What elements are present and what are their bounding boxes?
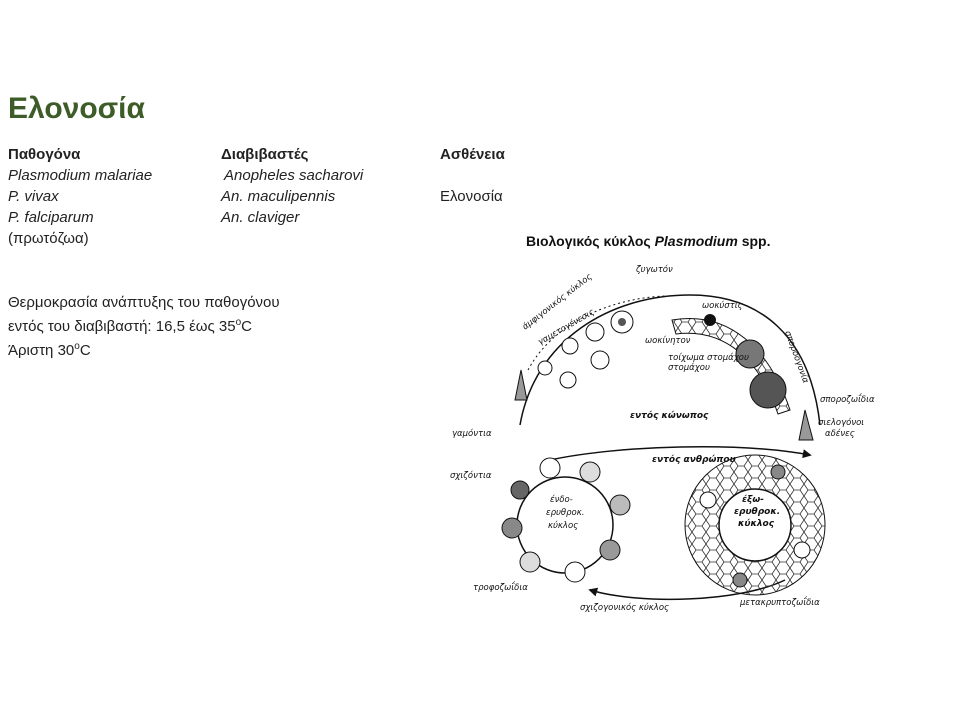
label-stomach-wall: τοίχωμα στομάχου bbox=[668, 353, 749, 363]
label-endo-2: ερυθροκ. bbox=[546, 508, 584, 518]
mosquito-cycle-arc bbox=[519, 294, 821, 426]
label-oocyst: ωοκύστις bbox=[702, 301, 743, 311]
life-cycle-diagram: άμφιγονικός κύκλος γαμετογένεσις ζυγωτόν… bbox=[450, 264, 875, 613]
label-schizogony: σχιζογονικός κύκλος bbox=[580, 602, 669, 613]
label-in-human: εντός ανθρώπου bbox=[652, 454, 736, 465]
label-salivary-2: αδένες bbox=[825, 428, 855, 439]
disease-value: Ελονοσία bbox=[440, 188, 503, 205]
vector-item: An. maculipennis bbox=[221, 188, 336, 205]
label-stomach-wall-2: στομάχου bbox=[668, 363, 710, 373]
label-exo-2: ερυθροκ. bbox=[734, 507, 780, 517]
label-endo: ένδο- bbox=[550, 494, 573, 505]
label-ookinete: ωοκίνητον bbox=[645, 336, 691, 346]
page-title: Ελονοσία bbox=[8, 92, 145, 125]
pathogen-item: Plasmodium malariae bbox=[8, 167, 153, 184]
label-gametocytes: γαμόντια bbox=[452, 428, 492, 439]
label-endo-3: κύκλος bbox=[548, 521, 578, 531]
label-zygote: ζυγωτόν bbox=[635, 264, 673, 275]
label-exo: έξω- bbox=[742, 494, 764, 505]
disease-header: Ασθένεια bbox=[440, 146, 505, 163]
pathogen-note: (πρωτόζωα) bbox=[8, 230, 89, 247]
vectors-header: Διαβιβαστές bbox=[221, 146, 309, 163]
vector-item: Anopheles sacharovi bbox=[224, 167, 364, 184]
temperature-line-2: εντός του διαβιβαστή: 16,5 έως 35οC bbox=[8, 317, 252, 336]
label-schizonts: σχιζόντια bbox=[450, 470, 492, 481]
pathogen-item: P. vivax bbox=[8, 188, 59, 205]
vector-item: An. claviger bbox=[221, 209, 300, 226]
temperature-line-1: Θερμοκρασία ανάπτυξης του παθογόνου bbox=[8, 294, 280, 311]
label-metacryptozoites: μετακρυπτοζωΐδια bbox=[739, 596, 820, 608]
label-sporozoites: σποροζωΐδια bbox=[820, 393, 875, 405]
label-trophozoites: τροφοζωΐδια bbox=[473, 581, 528, 593]
oocyst-dot bbox=[704, 314, 716, 326]
pathogen-item: P. falciparum bbox=[8, 209, 94, 226]
diagram-caption: Βιολογικός κύκλος Plasmodium spp. bbox=[526, 233, 771, 249]
human-cycle-loop bbox=[549, 446, 812, 461]
pathogens-header: Παθογόνα bbox=[8, 146, 81, 163]
label-in-mosquito: εντός κώνωπος bbox=[630, 410, 709, 421]
label-exo-3: κύκλος bbox=[738, 519, 775, 529]
label-sporogony: σποροογονία bbox=[782, 330, 810, 385]
label-salivary: σιελογόνοι bbox=[818, 417, 864, 428]
temperature-line-3: Άριστη 30οC bbox=[8, 341, 91, 360]
